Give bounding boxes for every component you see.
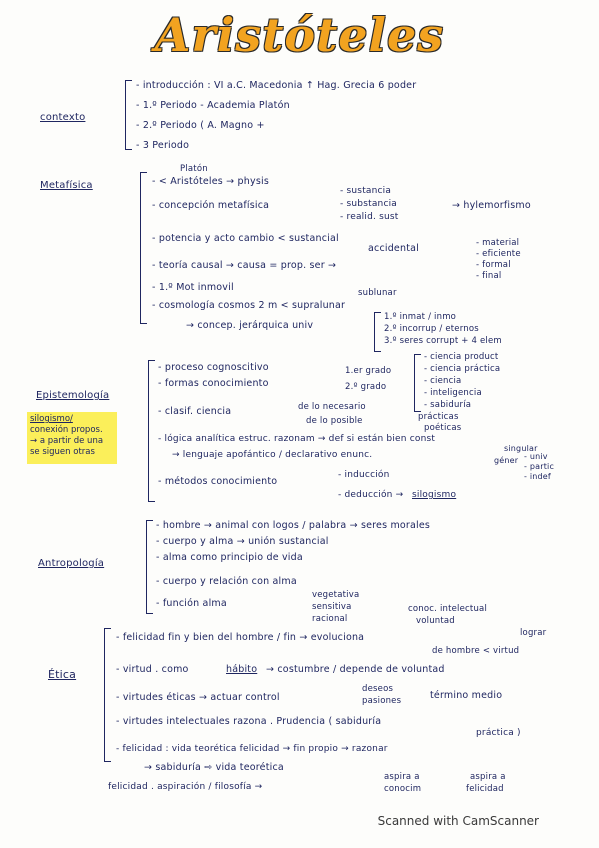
list-item: géner <box>494 456 519 465</box>
list-item: aspira a <box>384 772 420 782</box>
list-item: silogismo <box>412 490 457 500</box>
section-head-epistemologia: Epistemología <box>36 390 110 401</box>
list-item: → concep. jerárquica univ <box>186 320 314 331</box>
list-item: voluntad <box>416 616 455 626</box>
list-item: - concepción metafísica <box>152 200 270 211</box>
list-item: - función alma <box>156 598 227 609</box>
list-item: aspira a <box>470 772 506 782</box>
list-item: práctica ) <box>476 728 521 738</box>
list-item: - ciencia <box>424 376 462 386</box>
list-item: - 2.º Periodo ( A. Magno + <box>136 120 265 131</box>
list-item: - lógica analítica estruc. razonam → def… <box>158 434 436 444</box>
list-item: → hylemorfismo <box>452 200 531 211</box>
list-item: - final <box>476 271 502 281</box>
list-item: felicidad . aspiración / filosofía → <box>108 782 263 792</box>
section-head-etica: Ética <box>48 668 77 681</box>
list-item: - 1.º Periodo - Academia Platón <box>136 100 290 111</box>
list-item: - univ <box>524 452 548 461</box>
list-item: vegetativa <box>312 590 360 600</box>
list-item: - métodos conocimiento <box>158 476 278 487</box>
list-item: - deducción → <box>338 490 404 500</box>
section-head-contexto: contexto <box>40 112 86 123</box>
list-item: - indef <box>524 472 551 481</box>
list-item: - material <box>476 238 520 248</box>
list-item: - cuerpo y alma → unión sustancial <box>156 536 329 547</box>
list-item: singular <box>504 444 538 453</box>
list-item: 3.º seres corrupt + 4 elem <box>384 336 502 346</box>
bracket <box>374 312 381 352</box>
list-item: → lenguaje apofántico / declarativo enun… <box>172 450 373 460</box>
list-item: - substancia <box>340 199 398 209</box>
list-item: accidental <box>368 243 419 254</box>
sticky-line: se siguen otras <box>30 447 95 457</box>
list-item: de lo necesario <box>298 402 366 412</box>
list-item: - formal <box>476 260 511 270</box>
list-item: de hombre < virtud <box>432 646 520 656</box>
list-item: 1.er grado <box>345 366 392 376</box>
list-item: - formas conocimiento <box>158 378 269 389</box>
bracket <box>104 628 111 762</box>
page-title: Aristóteles <box>154 8 445 62</box>
list-item: - virtudes intelectuales razona . Pruden… <box>116 716 382 727</box>
list-item: - potencia y acto cambio < sustancial <box>152 233 339 244</box>
list-item: - cuerpo y relación con alma <box>156 576 297 587</box>
list-item: felicidad <box>466 784 504 794</box>
sticky-line: silogismo/ <box>30 414 73 424</box>
list-item: - proceso cognoscitivo <box>158 362 269 373</box>
list-item: - realid. sust <box>340 212 399 222</box>
section-head-metafisica: Metafísica <box>40 180 93 191</box>
list-item: - 3 Periodo <box>136 140 190 151</box>
list-item: - eficiente <box>476 249 521 259</box>
list-item: - inteligencia <box>424 388 482 398</box>
list-item: prácticas <box>418 412 459 422</box>
list-item: - felicidad : vida teorética felicidad →… <box>116 744 388 754</box>
list-item: de lo posible <box>306 416 363 426</box>
list-item: lograr <box>520 628 547 638</box>
list-item: → sabiduría ⇨ vida teorética <box>144 762 284 773</box>
list-item: - inducción <box>338 470 390 480</box>
list-item: conoc. intelectual <box>408 604 488 614</box>
list-item: - sustancia <box>340 186 392 196</box>
list-item: poéticas <box>424 423 462 433</box>
list-item: término medio <box>430 690 503 701</box>
list-item: - teoría causal → causa = prop. ser → <box>152 260 337 271</box>
list-item: - introducción : VI a.C. Macedonia ↑ Hag… <box>136 80 417 91</box>
list-item: - alma como principio de vida <box>156 552 303 563</box>
list-item: - ciencia product <box>424 352 499 362</box>
bracket <box>146 520 153 614</box>
section-head-antropologia: Antropología <box>38 558 105 569</box>
list-item: pasiones <box>362 696 402 706</box>
list-item: - < Aristóteles → physis <box>152 176 269 187</box>
list-item: - virtud . como <box>116 664 189 675</box>
list-item: - ciencia práctica <box>424 364 501 374</box>
list-item: 1.º inmat / inmo <box>384 312 457 322</box>
list-item: racional <box>312 614 348 624</box>
list-item: conocim <box>384 784 422 794</box>
bracket <box>140 172 147 324</box>
list-item: - virtudes éticas → actuar control <box>116 692 280 703</box>
sticky-note: silogismo/ conexión propos. → a partir d… <box>27 412 117 464</box>
bracket <box>148 360 155 502</box>
sticky-line: conexión propos. <box>30 425 103 435</box>
sticky-line: → a partir de una <box>30 436 104 446</box>
list-item: - sabiduría <box>424 400 472 410</box>
list-item: - 1.º Mot inmovil <box>152 282 234 293</box>
list-item: - partic <box>524 462 555 471</box>
list-item: Platón <box>180 164 208 174</box>
list-item: hábito <box>226 664 258 675</box>
list-item: sublunar <box>358 288 397 298</box>
list-item: sensitiva <box>312 602 352 612</box>
scanner-footer: Scanned with CamScanner <box>377 814 539 828</box>
list-item: - hombre → animal con logos / palabra → … <box>156 520 431 531</box>
list-item: → costumbre / depende de voluntad <box>266 664 445 675</box>
list-item: - felicidad fin y bien del hombre / fin … <box>116 632 365 643</box>
bracket <box>125 80 132 150</box>
list-item: deseos <box>362 684 394 694</box>
list-item: - cosmología cosmos 2 m < supralunar <box>152 300 346 311</box>
list-item: - clasif. ciencia <box>158 406 232 417</box>
list-item: 2.º grado <box>345 382 387 392</box>
list-item: 2.º incorrup / eternos <box>384 324 479 334</box>
bracket <box>414 354 421 412</box>
